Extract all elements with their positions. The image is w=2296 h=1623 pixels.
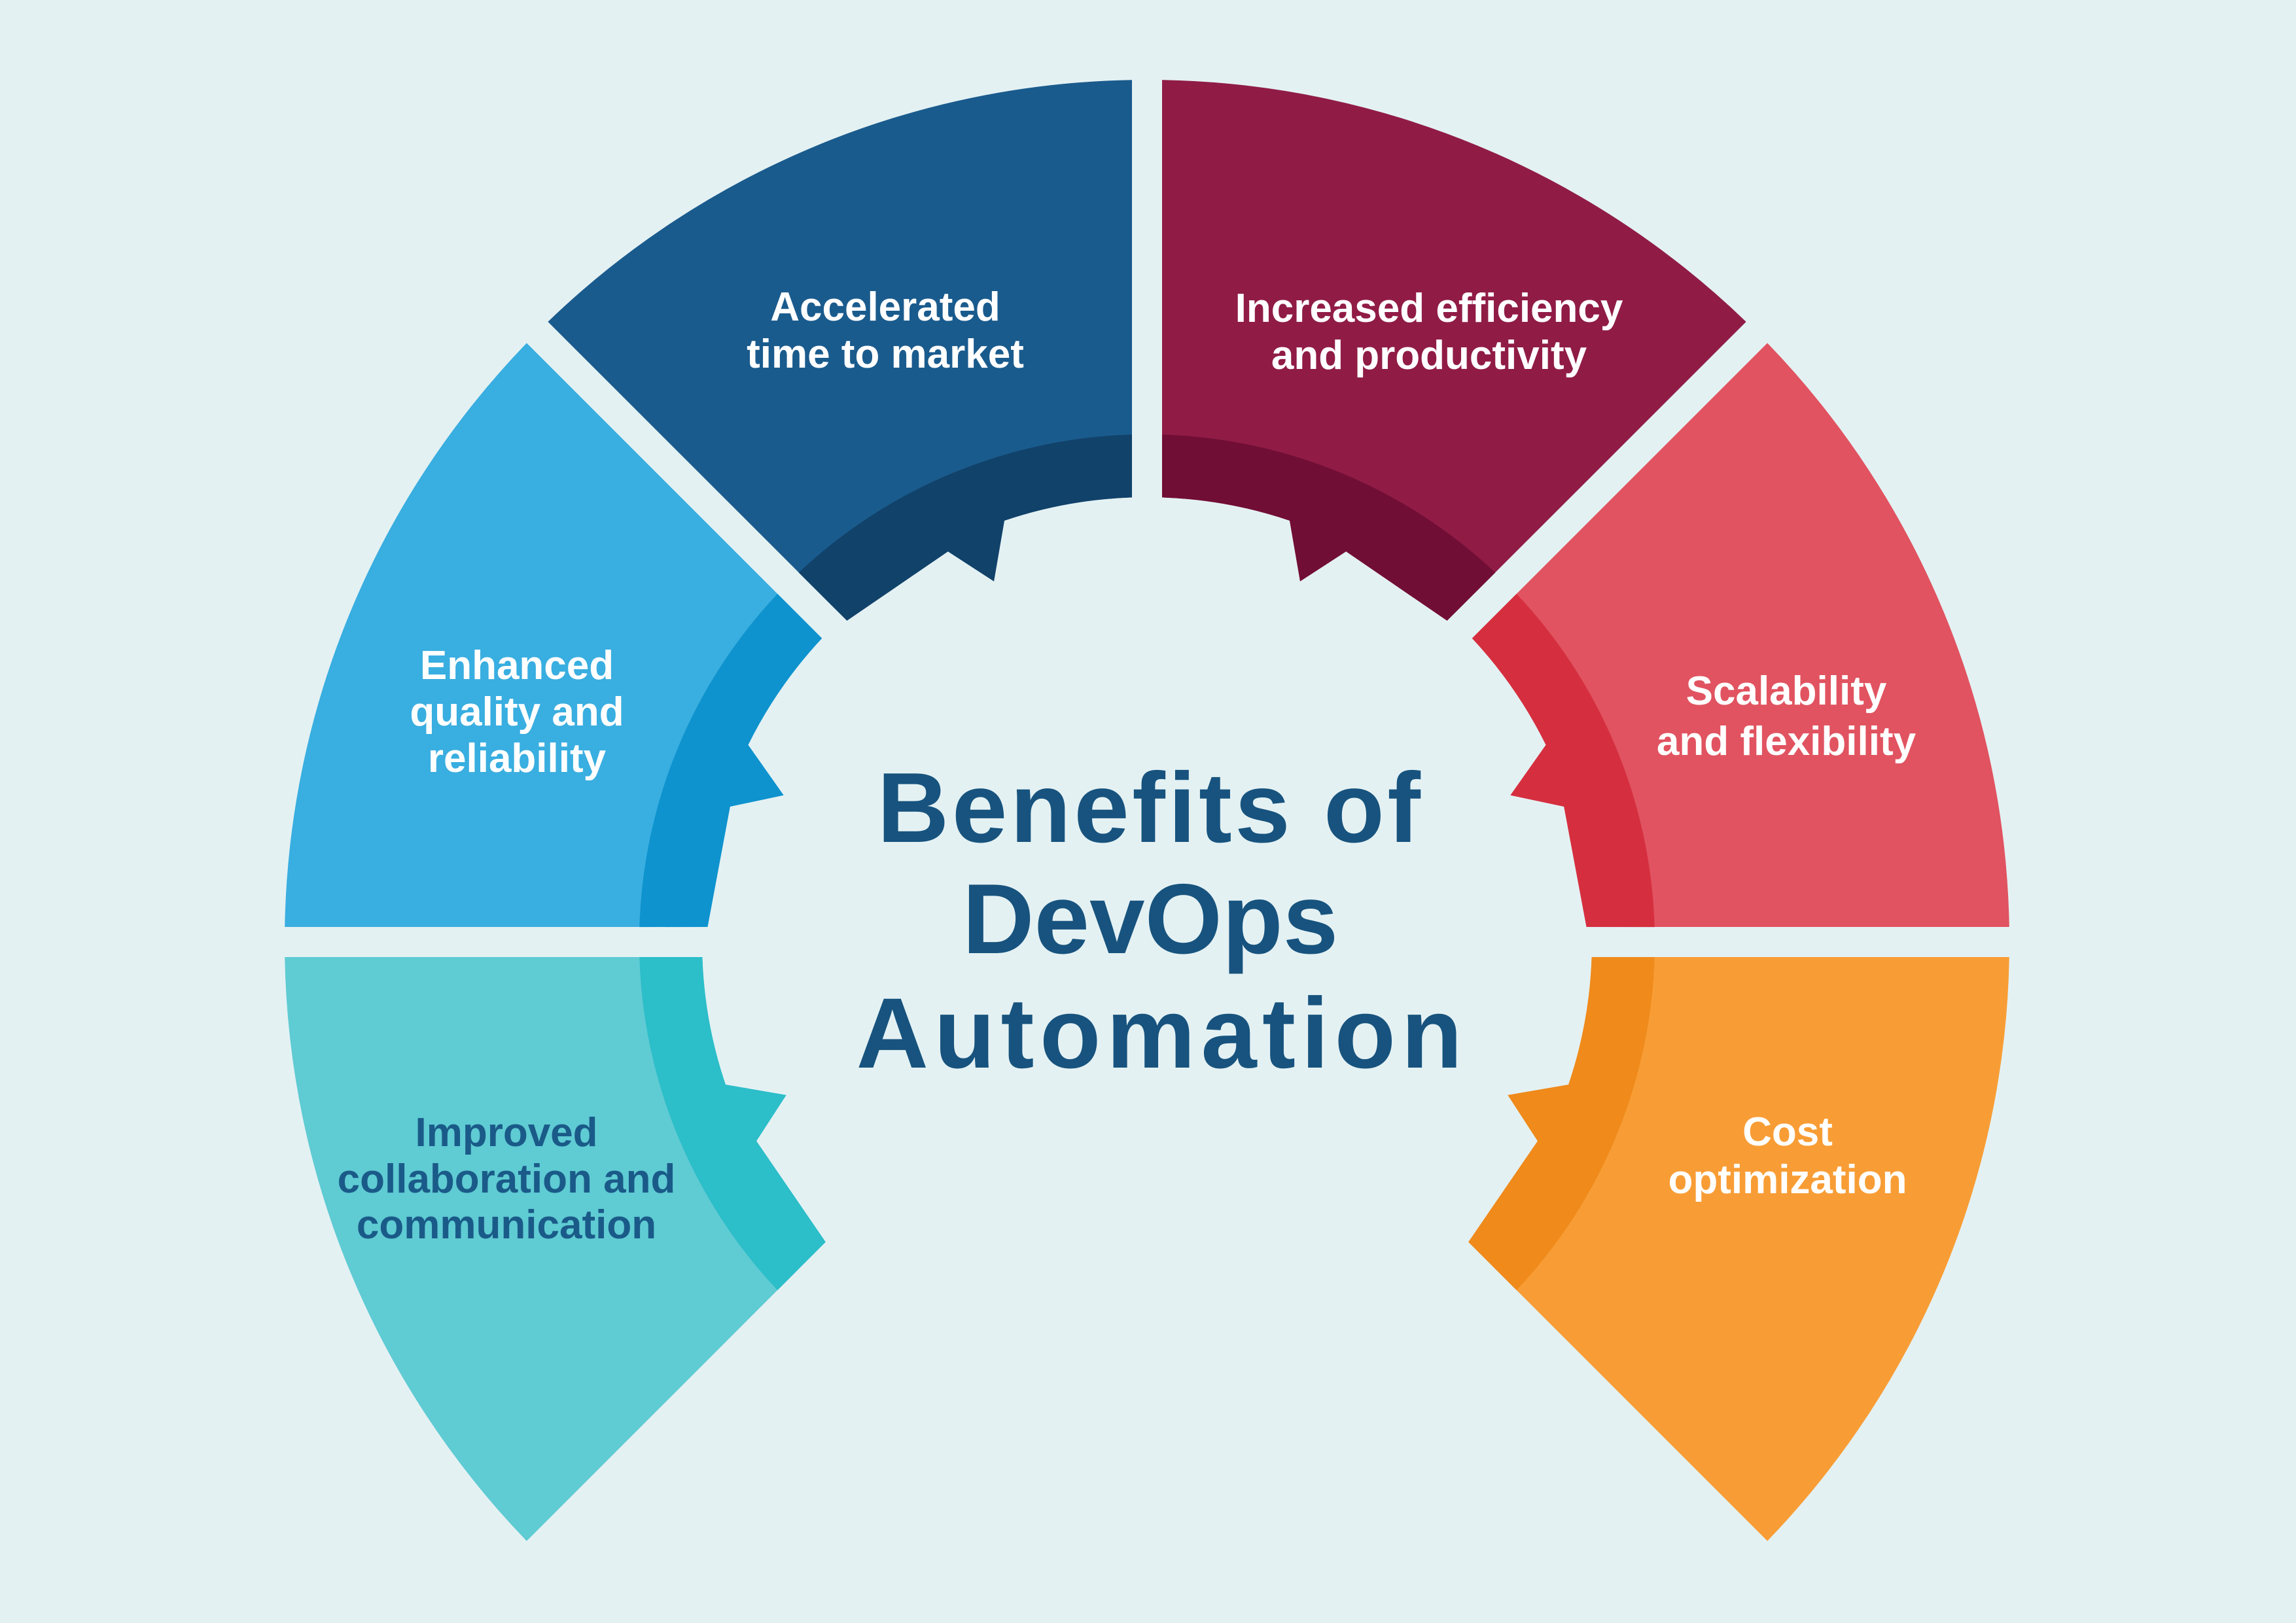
svg-text:Enhanced: Enhanced [420, 643, 614, 688]
svg-text:collaboration and: collaboration and [338, 1157, 676, 1202]
svg-text:communication: communication [357, 1202, 656, 1248]
svg-text:DevOps: DevOps [963, 864, 1338, 975]
svg-text:quality and: quality and [410, 689, 624, 735]
svg-text:time to market: time to market [747, 332, 1024, 377]
svg-text:Increased efficiency: Increased efficiency [1235, 286, 1623, 331]
svg-text:Cost: Cost [1742, 1109, 1833, 1155]
svg-text:Benefits of: Benefits of [877, 752, 1424, 864]
svg-text:Improved: Improved [415, 1110, 597, 1155]
svg-text:Scalability: Scalability [1686, 669, 1887, 714]
svg-text:and productivity: and productivity [1271, 333, 1587, 378]
svg-text:Accelerated: Accelerated [770, 285, 1000, 330]
svg-text:reliability: reliability [428, 736, 607, 781]
svg-text:Automation: Automation [857, 977, 1468, 1089]
svg-text:and flexibility: and flexibility [1657, 719, 1916, 764]
svg-text:optimization: optimization [1668, 1157, 1907, 1202]
